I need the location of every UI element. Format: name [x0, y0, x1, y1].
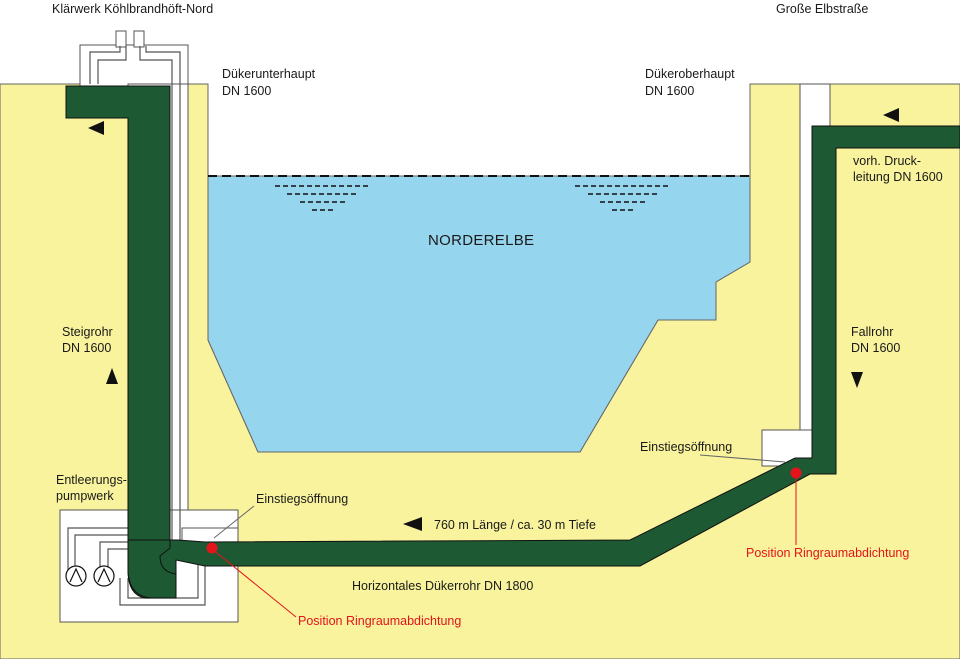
- label-duker-unterhaupt: Dükerunterhaupt: [222, 67, 316, 81]
- label-norderelbe: NORDERELBE: [428, 232, 534, 249]
- vent-pipes: [115, 30, 145, 48]
- label-duker-unterhaupt-dn: DN 1600: [222, 84, 271, 98]
- leader-einstieg-right: [699, 454, 786, 463]
- river-water: [207, 175, 751, 453]
- leader-einstieg-left: [213, 505, 255, 539]
- flow-arrow-left-top: [88, 121, 104, 135]
- water-wave-symbol-left: [275, 185, 370, 211]
- flow-arrow-right-top: [883, 108, 899, 122]
- label-klaerwerk: Klärwerk Köhlbrandhöft-Nord: [52, 2, 213, 16]
- label-einstieg-right: Einstiegsöffnung: [640, 440, 732, 454]
- pump-sump: [127, 539, 177, 599]
- leader-ringraum-left: [211, 548, 297, 618]
- water-wave-symbol-right: [575, 185, 670, 211]
- label-duker-oberhaupt-dn: DN 1600: [645, 84, 694, 98]
- label-entleerung: Entleerungs-: [56, 473, 127, 487]
- label-druckleitung-1: vorh. Druck-: [853, 154, 921, 168]
- label-druckleitung-2: leitung DN 1600: [853, 170, 943, 184]
- label-steigrohr-dn: DN 1600: [62, 341, 111, 355]
- label-fallrohr-dn: DN 1600: [851, 341, 900, 355]
- seal-marker-left: [206, 542, 218, 554]
- pump-circle-icon: [93, 565, 115, 587]
- left-shaft-inner-pipes: [67, 46, 206, 606]
- label-duker-oberhaupt: Dükeroberhaupt: [645, 67, 735, 81]
- label-einstieg-left: Einstiegsöffnung: [256, 492, 348, 506]
- pump-circle-icon: [65, 565, 87, 587]
- label-horizontal-pipe: Horizontales Dükerrohr DN 1800: [352, 579, 533, 593]
- label-grosse-elbstrasse: Große Elbstraße: [776, 2, 868, 16]
- label-ringraum-left: Position Ringraumabdichtung: [298, 614, 461, 628]
- flow-arrow-horizontal: [403, 517, 422, 531]
- flow-arrow-up: [106, 368, 118, 384]
- flow-arrow-down: [851, 372, 863, 388]
- label-ringraum-right: Position Ringraumabdichtung: [746, 546, 909, 560]
- label-length-depth: 760 m Länge / ca. 30 m Tiefe: [434, 518, 596, 532]
- seal-marker-right: [790, 467, 802, 479]
- label-fallrohr: Fallrohr: [851, 325, 893, 339]
- label-steigrohr: Steigrohr: [62, 325, 113, 339]
- label-pumpwerk: pumpwerk: [56, 489, 114, 503]
